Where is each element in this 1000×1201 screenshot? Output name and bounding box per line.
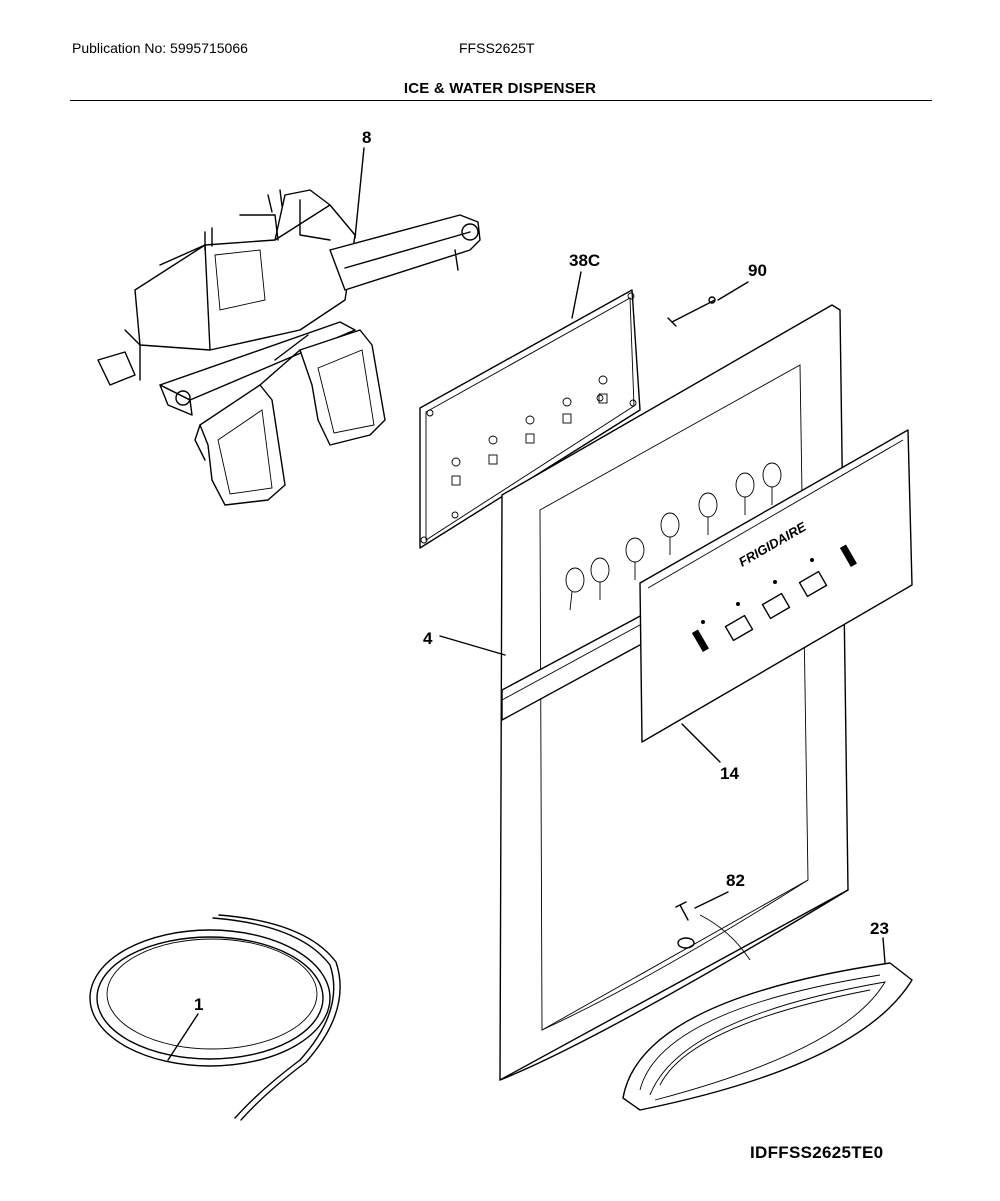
callout-14: 14 <box>720 764 739 783</box>
callout-90: 90 <box>748 261 767 280</box>
model-number: FFSS2625T <box>459 40 535 56</box>
publication-number: Publication No: 5995715066 <box>72 40 248 56</box>
callout-1: 1 <box>194 995 203 1014</box>
callout-4: 4 <box>423 629 433 648</box>
callout-82: 82 <box>726 871 745 890</box>
callout-8: 8 <box>362 128 371 147</box>
part-1-water-tubing[interactable] <box>89 914 341 1121</box>
diagram-id-code: IDFFSS2625TE0 <box>750 1143 884 1162</box>
part-8-dispenser-mechanism[interactable] <box>97 189 481 506</box>
callout-23: 23 <box>870 919 889 938</box>
part-14-control-overlay[interactable]: FRIGIDAIRE <box>639 429 913 743</box>
part-82-screw[interactable] <box>675 901 689 921</box>
header-rule <box>70 100 932 101</box>
diagram-title: ICE & WATER DISPENSER <box>403 80 597 97</box>
leader-lines <box>167 147 886 1061</box>
part-38c-control-board[interactable] <box>419 289 641 549</box>
part-23-drip-tray[interactable] <box>622 962 913 1111</box>
part-90-clip[interactable] <box>667 296 716 327</box>
callout-38c: 38C <box>569 251 600 270</box>
